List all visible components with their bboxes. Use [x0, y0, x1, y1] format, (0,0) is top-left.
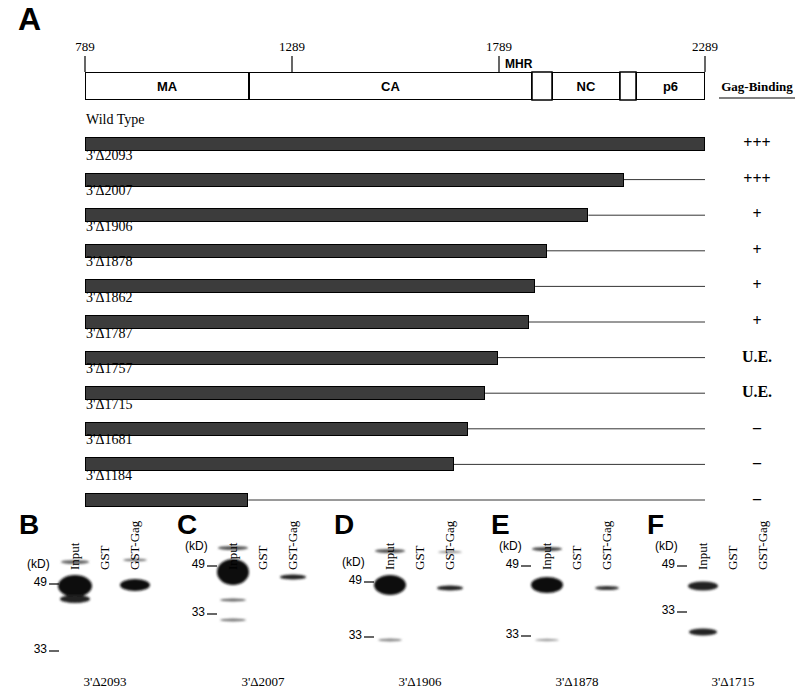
unit-label: (kD) — [655, 540, 678, 553]
domain-name: MA — [157, 79, 177, 94]
construct-name: 3'Δ1787 — [86, 326, 133, 342]
gag-domain-box: NC — [552, 72, 620, 100]
marker-ticks — [49, 566, 687, 651]
binding-score: + — [752, 241, 761, 259]
lane-label: GST-Gag — [443, 521, 457, 570]
lane-label: GST-Gag — [600, 521, 614, 570]
lane-label: Input — [696, 543, 710, 570]
unit-label: (kD) — [185, 540, 208, 553]
panel-letter: A — [18, 2, 41, 37]
spacer-segments — [532, 72, 636, 100]
construct-name: 3'Δ1906 — [86, 219, 133, 235]
column-header: Gag-Binding — [721, 80, 793, 94]
construct-bar: 3'Δ1862 — [85, 315, 529, 329]
construct-bar: 3'Δ1878 — [85, 279, 535, 293]
construct-name: 3'Δ1862 — [86, 290, 133, 306]
nucleotide-position: 1789 — [486, 40, 512, 54]
binding-score: +++ — [743, 134, 770, 152]
construct-name: 3'Δ1757 — [86, 361, 133, 377]
gag-domain-box: MA — [85, 72, 249, 100]
binding-score: – — [753, 454, 761, 472]
deleted-region-lines — [248, 180, 705, 500]
construct-name: 3'Δ2007 — [86, 183, 133, 199]
binding-score: + — [752, 205, 761, 223]
gag-domain-box: p6 — [636, 72, 705, 100]
gag-domain-box: CA — [249, 72, 532, 100]
lane-label: GST — [726, 545, 740, 570]
header-underline — [719, 97, 795, 98]
construct-bar: 3'Δ1906 — [85, 244, 547, 258]
lane-label: GST-Gag — [128, 521, 142, 570]
construct-bar: 3'Δ2093 — [85, 173, 624, 187]
domain-name: CA — [381, 79, 400, 94]
lane-label: Input — [383, 543, 397, 570]
construct-bar: 3'Δ1715 — [85, 422, 468, 436]
binding-score: U.E. — [742, 348, 772, 366]
construct-bar: 3'Δ1184 — [85, 493, 248, 507]
nucleotide-position: 1289 — [279, 40, 305, 54]
construct-name: 3'Δ1681 — [86, 432, 133, 448]
marker-size: 49 — [662, 558, 675, 571]
marker-size: 49 — [506, 558, 519, 571]
construct-name: 3'Δ2093 — [86, 148, 133, 164]
panel-letter: F — [647, 510, 664, 541]
unit-label: (kD) — [499, 540, 522, 553]
nucleotide-position: 2289 — [692, 40, 718, 54]
lane-label: GST — [413, 545, 427, 570]
construct-bar: Wild Type — [85, 137, 705, 151]
domain-name: NC — [577, 79, 596, 94]
nucleotide-position: 789 — [75, 40, 95, 54]
construct-name: 3'Δ1878 — [86, 254, 133, 270]
binding-score: + — [752, 276, 761, 294]
construct-name: Wild Type — [86, 112, 144, 128]
lane-label: GST — [256, 545, 270, 570]
lane-label: GST — [570, 545, 584, 570]
construct-bar: 3'Δ2007 — [85, 208, 588, 222]
region-label: MHR — [505, 58, 532, 71]
lane-label: Input — [68, 543, 82, 570]
construct-bar: 3'Δ1681 — [85, 457, 454, 471]
marker-size: 33 — [506, 628, 519, 641]
scale-ticks — [85, 56, 705, 72]
panel-caption: 3'Δ1878 — [555, 675, 598, 689]
construct-bar: 3'Δ1787 — [85, 351, 498, 365]
panel-letter: B — [19, 510, 39, 541]
panel-caption: 3'Δ2007 — [241, 675, 284, 689]
unit-label: (kD) — [27, 558, 50, 571]
marker-size: 33 — [192, 606, 205, 619]
construct-name: 3'Δ1184 — [86, 468, 132, 484]
panel-letter: C — [177, 510, 197, 541]
marker-size: 49 — [34, 576, 47, 589]
binding-score: – — [753, 419, 761, 437]
marker-size: 33 — [34, 643, 47, 656]
panel-letter: D — [334, 510, 354, 541]
unit-label: (kD) — [342, 556, 365, 569]
panel-caption: 3'Δ2093 — [83, 675, 126, 689]
binding-score: U.E. — [742, 383, 772, 401]
binding-score: + — [752, 312, 761, 330]
binding-score: – — [753, 490, 761, 508]
construct-name: 3'Δ1715 — [86, 397, 133, 413]
lane-label: Input — [540, 543, 554, 570]
marker-size: 33 — [349, 629, 362, 642]
binding-score: +++ — [743, 170, 770, 188]
construct-bar: 3'Δ1757 — [85, 386, 485, 400]
lane-label: GST-Gag — [286, 521, 300, 570]
lane-label: Input — [226, 543, 240, 570]
lane-label: GST-Gag — [756, 521, 770, 570]
lane-label: GST — [98, 545, 112, 570]
marker-size: 33 — [662, 604, 675, 617]
panel-caption: 3'Δ1715 — [711, 675, 754, 689]
panel-caption: 3'Δ1906 — [398, 675, 441, 689]
marker-size: 49 — [192, 558, 205, 571]
domain-name: p6 — [663, 79, 678, 94]
marker-size: 49 — [349, 574, 362, 587]
panel-letter: E — [491, 510, 510, 541]
